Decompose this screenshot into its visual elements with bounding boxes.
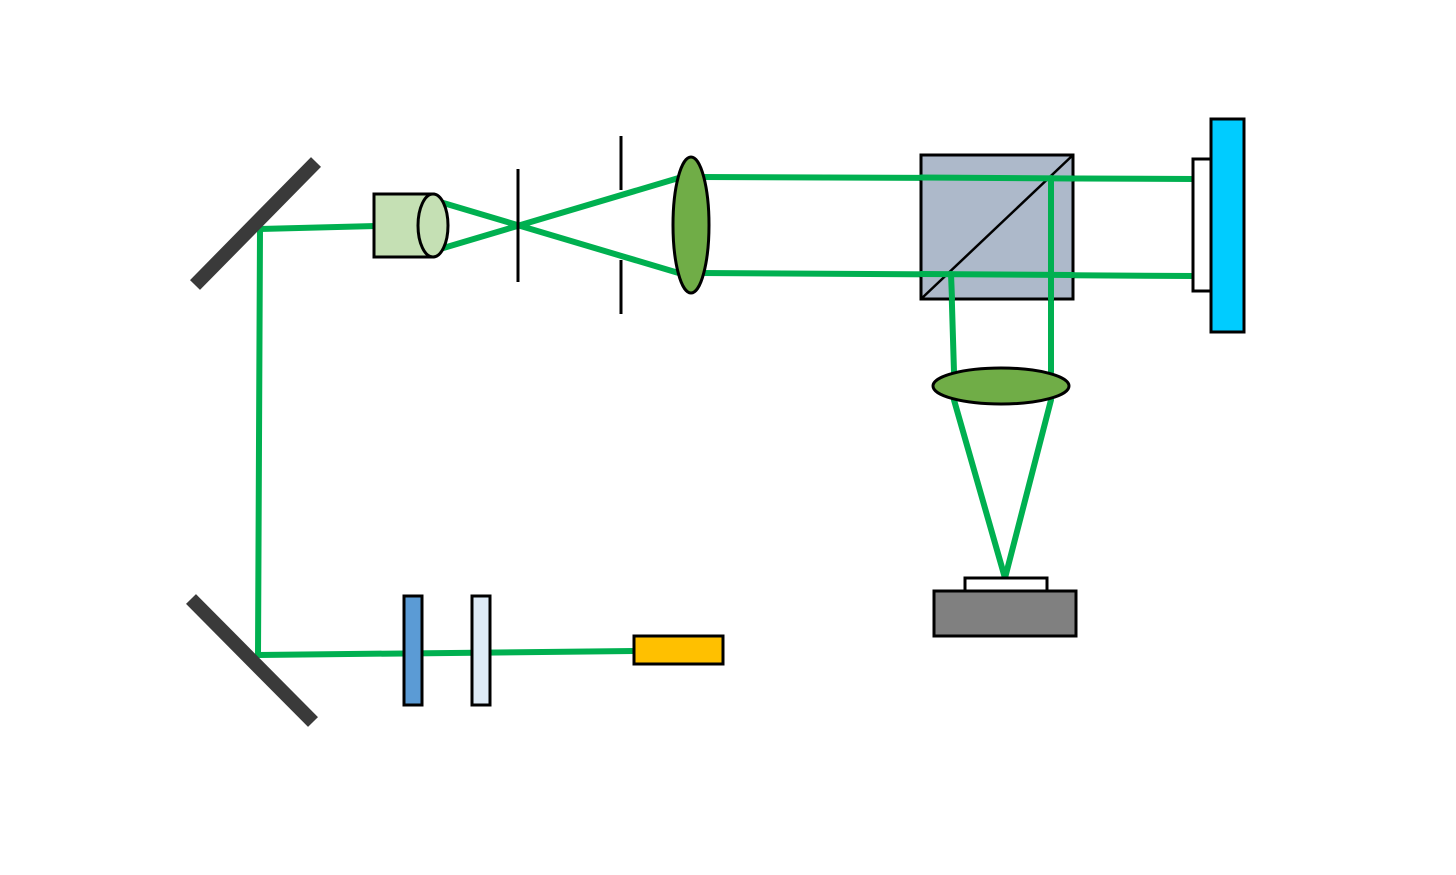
waveplate-light: [470, 594, 492, 707]
mirror-bottom: [186, 594, 318, 727]
beam-laser-to-mirror: [255, 648, 637, 658]
beam-mirror-to-objective: [257, 223, 379, 232]
mirror-bottom-surface: [186, 594, 318, 727]
beam-cone-lower: [437, 174, 685, 252]
beam-over-cube-down-left: [948, 271, 955, 302]
camera: [932, 576, 1078, 638]
focusing-lens: [931, 366, 1071, 406]
beam-mirror-to-mirror: [255, 226, 263, 658]
beam-over-cube-lower: [918, 271, 1076, 278]
collimating-lens: [671, 155, 711, 295]
mirror-top: [190, 157, 321, 290]
slm-panel: [1209, 117, 1246, 334]
beam-cone-upper: [437, 199, 685, 277]
mirror-top-surface: [190, 157, 321, 290]
beam-focus-right: [1002, 397, 1054, 581]
slm-window: [1191, 157, 1213, 293]
spatial-light-modulator: [1191, 117, 1246, 334]
objective-front: [416, 192, 450, 259]
laser-source: [632, 634, 725, 666]
waveplate-dark: [402, 594, 424, 707]
microscope-objective: [372, 192, 450, 259]
beam-over-cube-upper: [918, 174, 1076, 182]
camera-body: [932, 589, 1078, 638]
beam-focus-left: [951, 397, 1008, 581]
beam-paths-over-cube: [918, 174, 1076, 302]
camera-sensor: [963, 576, 1049, 593]
